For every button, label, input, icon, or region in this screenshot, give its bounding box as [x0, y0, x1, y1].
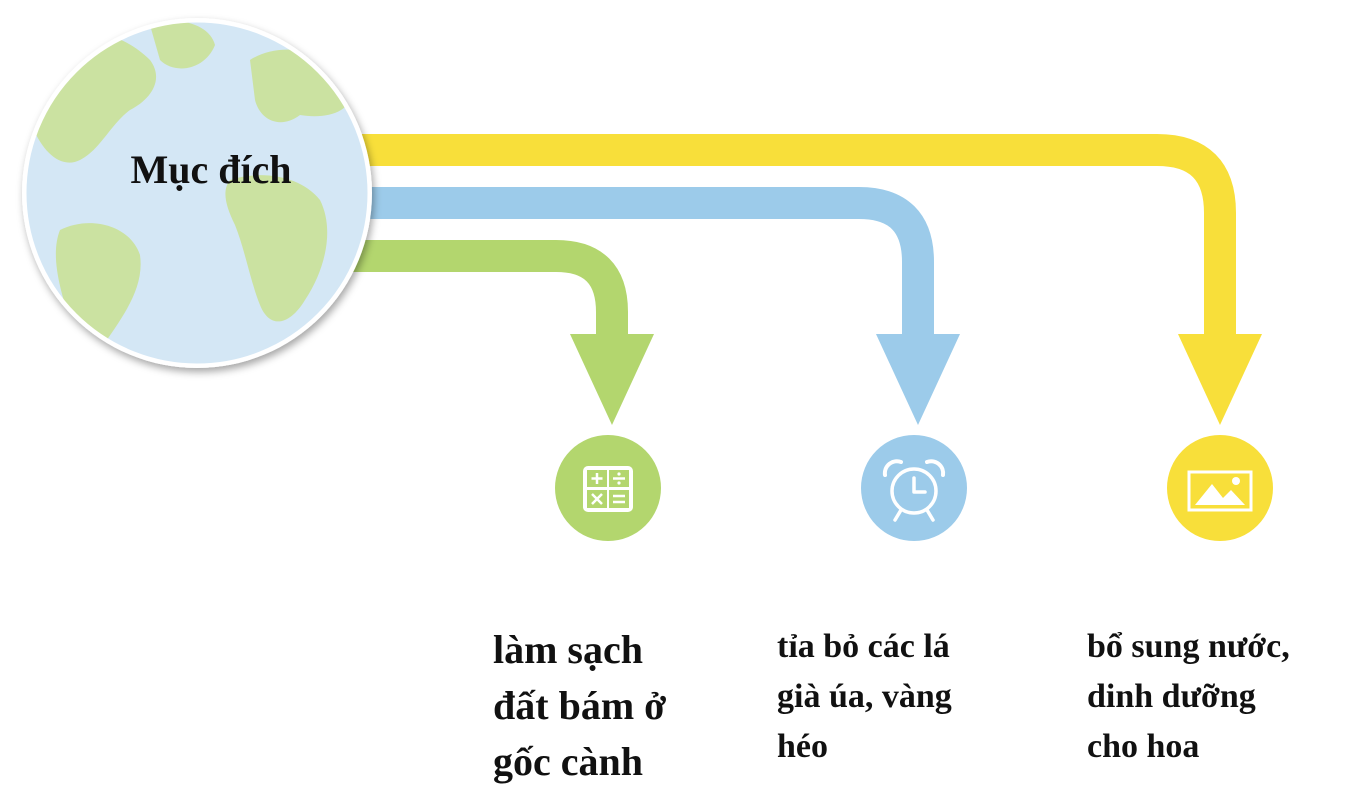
image-icon [1167, 435, 1273, 541]
alarm-clock-icon [861, 435, 967, 541]
arrow-yellow [300, 134, 1262, 425]
branch-label-prune: tỉa bỏ các lá già úa, vàng héo [777, 628, 952, 765]
branch-label-clean: làm sạch đất bám ở gốc cành [493, 627, 667, 784]
globe-title: Mục đích [130, 147, 292, 192]
calculator-icon [555, 435, 661, 541]
globe-icon [22, 18, 372, 368]
arrow-green [300, 240, 654, 425]
branch-label-nourish: bổ sung nước, dinh dưỡng cho hoa [1087, 628, 1290, 765]
arrow-blue [300, 187, 960, 425]
